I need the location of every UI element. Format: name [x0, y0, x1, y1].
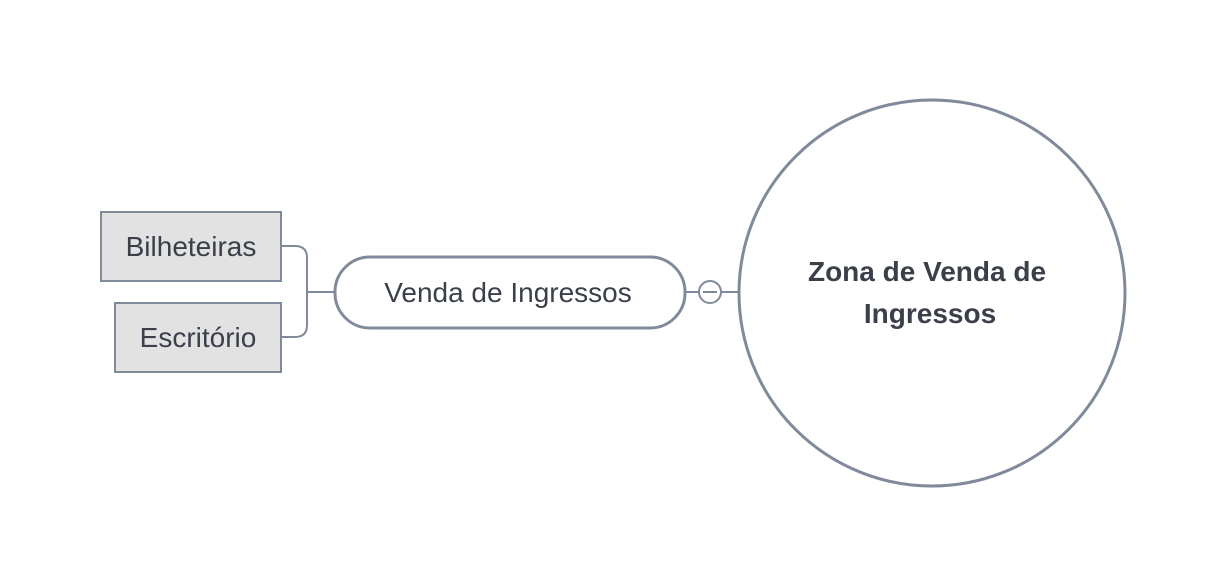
central-topic-circle [737, 98, 1127, 488]
main-topic-label: Venda de Ingressos [384, 277, 632, 308]
central-topic-label-line1: Zona de Venda de [808, 256, 1046, 287]
connectors [282, 245, 740, 338]
central-topic-label-line2: Ingressos [864, 298, 996, 329]
main-topic-venda-de-ingressos[interactable]: Venda de Ingressos [333, 255, 687, 330]
main-topic-box [333, 255, 687, 330]
subtopic-box [100, 211, 282, 282]
subtopic-bilheteiras[interactable]: Bilheteiras [100, 211, 282, 282]
connector-branch-bilheteiras [282, 245, 308, 292]
central-topic[interactable]: Zona de Venda de Ingressos [737, 98, 1127, 488]
connector-branch-escritorio [282, 292, 308, 338]
subtopic-escritorio[interactable]: Escritório [114, 302, 282, 373]
subtopic-label: Bilheteiras [126, 231, 257, 262]
subtopic-box [114, 302, 282, 373]
subtopic-label: Escritório [140, 322, 257, 353]
collapse-toggle-button[interactable] [698, 280, 722, 304]
